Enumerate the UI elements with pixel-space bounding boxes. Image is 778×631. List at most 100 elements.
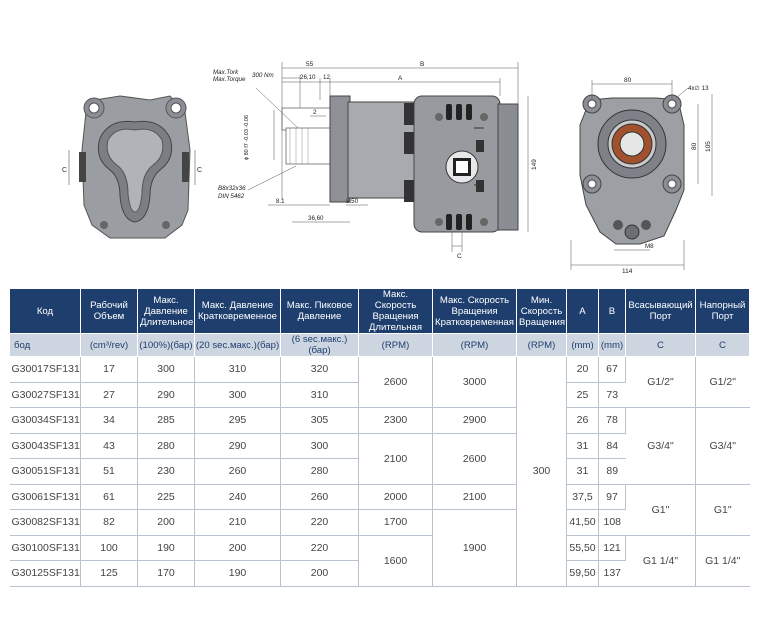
cell-min-speed: 300 xyxy=(516,356,567,587)
cell-b: 78 xyxy=(598,407,626,434)
dim-m8: M8 xyxy=(645,243,654,250)
cell-cont-pressure: 290 xyxy=(137,382,195,408)
cell-b: 97 xyxy=(598,484,626,510)
header-inter-pressure: Макс. Давление Кратковременное xyxy=(194,288,281,334)
cell-volume: 82 xyxy=(80,509,138,536)
spline-spec-1: B8x32x36 xyxy=(218,185,246,192)
cell-code: G30125SF131 xyxy=(9,560,81,587)
cell-suction-port: G1/2" xyxy=(625,356,696,408)
table-row: G30125SF131 125 170 190 200 59,50 137 xyxy=(9,560,750,587)
cell-b: 89 xyxy=(598,458,626,485)
cell-a: 25 xyxy=(566,382,599,408)
cell-inter-pressure: 240 xyxy=(194,484,281,510)
cell-inter-pressure: 310 xyxy=(194,356,281,383)
cell-code: G30034SF131 xyxy=(9,407,81,434)
torque-label-en: Max.Torque xyxy=(213,76,246,83)
dim-8-1: 8.1 xyxy=(276,198,285,205)
cell-peak-pressure: 280 xyxy=(280,458,359,485)
dim-2: 2 xyxy=(313,109,317,116)
cell-b: 67 xyxy=(598,356,626,383)
table-row: G30017SF131 17 300 310 320 2600 3000 300… xyxy=(9,356,750,587)
header-cont-pressure: Макс. Давление Длительное xyxy=(137,288,195,334)
cell-code: G30017SF131 xyxy=(9,356,81,383)
unit-b: (mm) xyxy=(598,333,626,357)
cell-peak-pressure: 300 xyxy=(280,433,359,459)
unit-suction-port: C xyxy=(625,333,696,357)
table-row: G30051SF131 51 230 260 280 31 89 xyxy=(9,458,750,485)
dim-80-top: 80 xyxy=(624,77,632,84)
dim-c-right: C xyxy=(197,167,202,174)
cell-b: 108 xyxy=(598,509,626,536)
dim-a: A xyxy=(398,75,403,82)
cell-code: G30061SF131 xyxy=(9,484,81,510)
pump-side-view xyxy=(281,95,519,233)
cell-cont-speed: 2300 xyxy=(358,407,433,434)
cell-suction-port: G1" xyxy=(625,484,696,536)
cell-peak-pressure: 320 xyxy=(280,356,359,383)
cell-volume: 61 xyxy=(80,484,138,510)
cell-inter-pressure: 300 xyxy=(194,382,281,408)
dim-c-bottom: C xyxy=(457,253,462,260)
cell-a: 26 xyxy=(566,407,599,434)
dim-105: 105 xyxy=(705,141,712,152)
side-view-dimensions xyxy=(247,62,529,252)
cell-volume: 17 xyxy=(80,356,138,383)
cell-inter-pressure: 210 xyxy=(194,509,281,536)
header-pressure-port: Напорный Порт xyxy=(695,288,750,334)
unit-cont-pressure: (100%)(бар) xyxy=(137,333,195,357)
header-inter-speed: Макс. Скорость Вращения Кратковременная xyxy=(432,288,517,334)
cell-cont-pressure: 225 xyxy=(137,484,195,510)
dim-114: 114 xyxy=(622,268,633,275)
dim-8-50: 8.50 xyxy=(346,198,359,205)
header-suction-port: Всасывающий Порт xyxy=(625,288,696,334)
cell-inter-pressure: 295 xyxy=(194,407,281,434)
cell-volume: 27 xyxy=(80,382,138,408)
dim-b: B xyxy=(420,61,424,68)
cell-pressure-port: G1/2" xyxy=(695,356,750,408)
cell-b: 73 xyxy=(598,382,626,408)
cell-peak-pressure: 220 xyxy=(280,535,359,561)
cell-pressure-port: G1" xyxy=(695,484,750,536)
cell-inter-speed: 2900 xyxy=(432,407,517,434)
cell-code: G30051SF131 xyxy=(9,458,81,485)
cell-peak-pressure: 305 xyxy=(280,407,359,434)
cell-peak-pressure: 310 xyxy=(280,382,359,408)
unit-peak-pressure: (6 sec.макс.)(бар) xyxy=(280,333,359,357)
torque-value: 300 Nm xyxy=(252,72,274,79)
cell-cont-pressure: 190 xyxy=(137,535,195,561)
cell-a: 31 xyxy=(566,433,599,459)
table-row: G30027SF131 27 290 300 310 25 73 xyxy=(9,382,750,408)
cell-a: 20 xyxy=(566,356,599,383)
cell-suction-port: G3/4" xyxy=(625,407,696,485)
table-row: G30082SF131 82 200 210 220 1700 1900 41,… xyxy=(9,509,750,587)
cell-inter-speed: 3000 xyxy=(432,356,517,408)
header-volume: Рабочий Объем xyxy=(80,288,138,334)
cell-volume: 100 xyxy=(80,535,138,561)
header-code: Код xyxy=(9,288,81,334)
cell-a: 37,5 xyxy=(566,484,599,510)
pump-flange-view xyxy=(579,94,685,245)
cell-cont-speed: 2100 xyxy=(358,433,433,485)
unit-cont-speed: (RPM) xyxy=(358,333,433,357)
flange-view-dimensions xyxy=(570,80,713,270)
dim-80-vertical: 80 xyxy=(691,142,698,150)
cell-volume: 43 xyxy=(80,433,138,459)
spline-spec-2: DIN 5462 xyxy=(218,193,245,200)
header-cont-speed: Макс. Скорость Вращения Длительная xyxy=(358,288,433,334)
cell-cont-pressure: 285 xyxy=(137,407,195,434)
cell-inter-pressure: 190 xyxy=(194,560,281,587)
dim-55: 55 xyxy=(306,61,314,68)
cell-volume: 51 xyxy=(80,458,138,485)
unit-min-speed: (RPM) xyxy=(516,333,567,357)
unit-volume: (cm³/rev) xyxy=(80,333,138,357)
dim-36-60: 36,60 xyxy=(308,215,324,222)
cell-inter-speed: 2600 xyxy=(432,433,517,485)
cell-suction-port: G1 1/4" xyxy=(625,535,696,587)
header-peak-pressure: Макс. Пиковое Давление xyxy=(280,288,359,334)
dim-26-10: 26,10 xyxy=(300,74,316,81)
cell-pressure-port: G3/4" xyxy=(695,407,750,485)
cell-cont-speed: 1700 xyxy=(358,509,433,536)
pump-drawings: C C xyxy=(62,61,713,275)
cell-peak-pressure: 260 xyxy=(280,484,359,510)
cell-volume: 125 xyxy=(80,560,138,587)
